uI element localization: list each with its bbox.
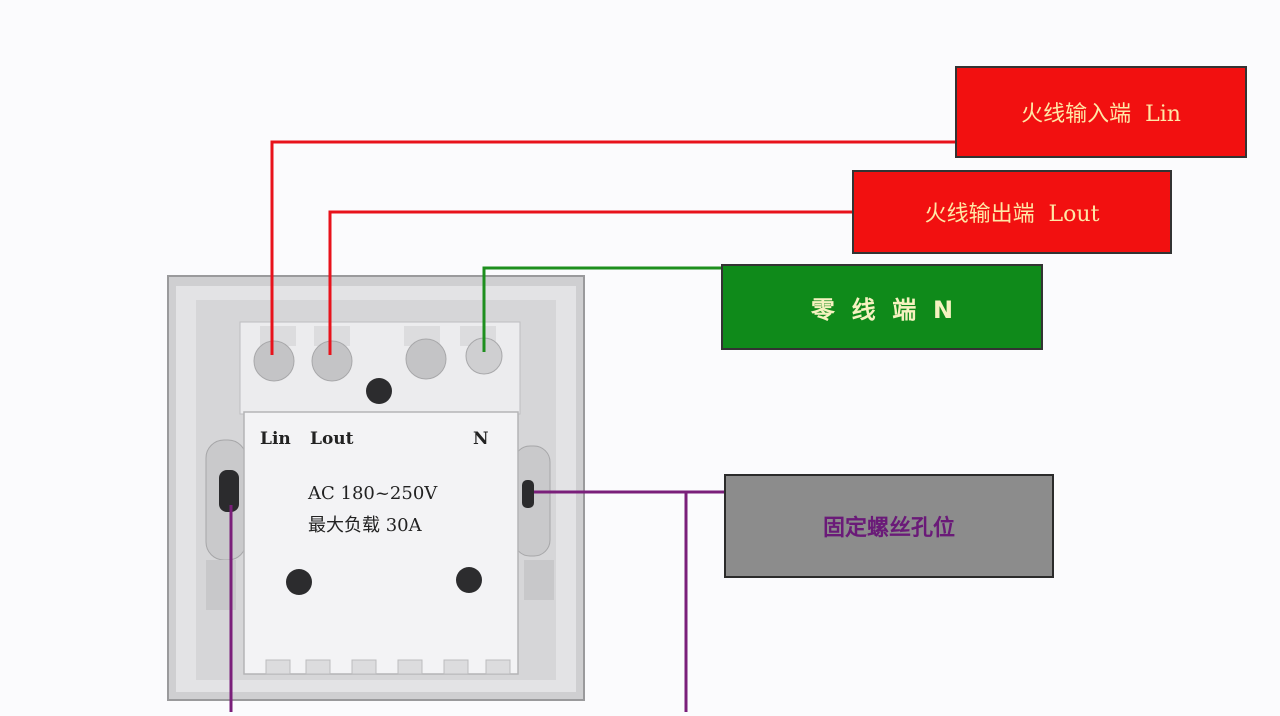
label-lin-text: 火线输入端 Lin [1021,102,1181,127]
terminal-hole-lin [253,340,295,382]
module-hole-right [456,567,482,593]
wire-lin [270,140,956,355]
module-vents [265,659,511,675]
right-screw-slot [522,480,534,508]
module-label-lout: Lout [310,429,354,449]
module-rating-voltage: AC 180~250V [307,483,438,504]
label-lin: 火线输入端 Lin [955,66,1247,158]
module-face [243,411,519,675]
label-screw: 固定螺丝孔位 [724,474,1054,578]
terminal-hole-spare [405,338,447,380]
label-neutral: 零 线 端 N [721,264,1043,350]
terminal-hole-lout [311,340,353,382]
center-screw-hole [366,378,392,404]
module-hole-left [286,569,312,595]
module-rating-load: 最大负载 30A [308,515,423,536]
label-screw-text: 固定螺丝孔位 [822,516,955,541]
wire-lout [328,210,853,355]
label-lout-text: 火线输出端 Lout [924,202,1100,227]
left-screw-slot [219,470,239,512]
module-label-n: N [473,429,489,449]
label-neutral-text: 零 线 端 N [810,295,954,324]
wire-neutral [482,266,722,352]
label-lout: 火线输出端 Lout [852,170,1172,254]
module-label-lin: Lin [260,429,291,449]
